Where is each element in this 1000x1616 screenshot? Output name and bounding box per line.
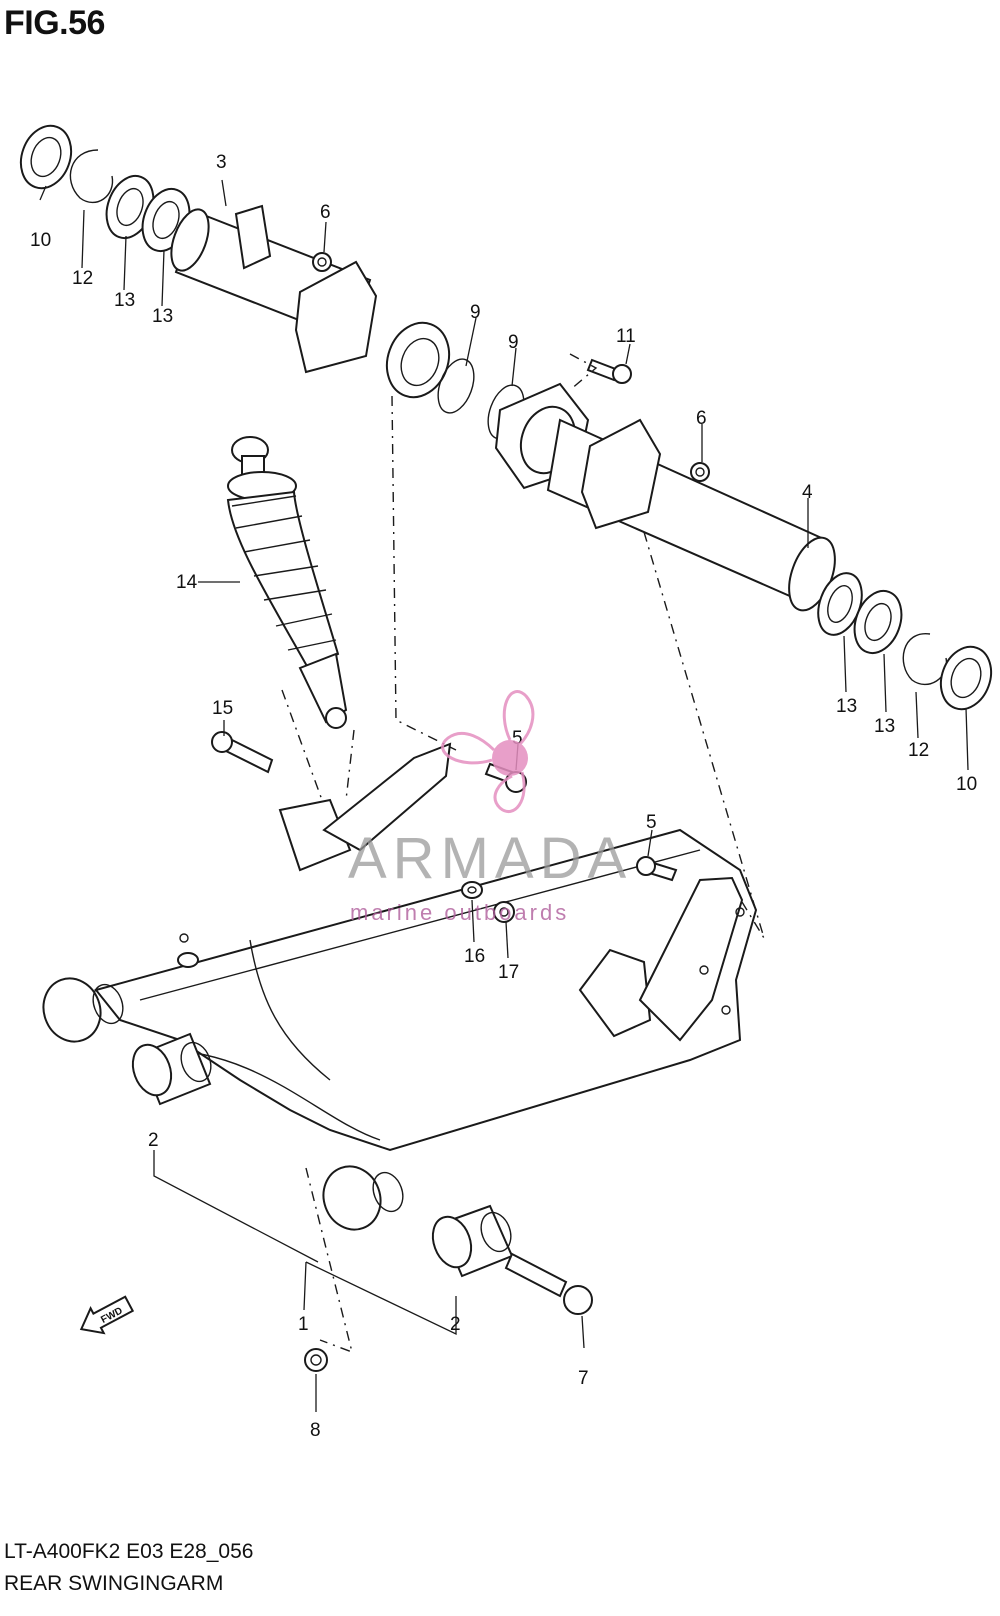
callout-9: 9 bbox=[508, 332, 519, 353]
shaft-housing-right bbox=[494, 382, 836, 612]
callout-labels: 10 12 13 13 3 6 9 9 11 6 4 14 13 13 12 1… bbox=[30, 152, 977, 1441]
callout-7: 7 bbox=[578, 1368, 589, 1389]
nut-17 bbox=[493, 901, 515, 923]
forward-direction-arrow: FWD bbox=[79, 1295, 135, 1335]
callout-15: 15 bbox=[212, 698, 233, 719]
swingarm-frame bbox=[94, 742, 758, 1152]
callout-10: 10 bbox=[956, 774, 977, 795]
bushing-2-upper bbox=[131, 1032, 212, 1106]
bolt-5-lower bbox=[636, 856, 678, 882]
bearing-right-2 bbox=[853, 590, 903, 654]
circlip-right bbox=[902, 633, 948, 686]
figure-name: REAR SWINGINGARM bbox=[4, 1572, 224, 1595]
callout-5: 5 bbox=[512, 728, 523, 749]
callout-3: 3 bbox=[216, 152, 227, 173]
watermark-brand: ARMADA bbox=[348, 826, 632, 891]
pivot-boss-right bbox=[322, 1165, 404, 1231]
circlip-left-upper bbox=[69, 149, 114, 204]
callout-13: 13 bbox=[114, 290, 135, 311]
callout-12: 12 bbox=[908, 740, 929, 761]
bolt-11 bbox=[586, 358, 632, 384]
callout-2: 2 bbox=[450, 1314, 461, 1335]
pivot-boss-left bbox=[42, 977, 124, 1043]
callout-13: 13 bbox=[874, 716, 895, 737]
nut-8 bbox=[304, 1348, 328, 1372]
arrow-left-icon bbox=[79, 1295, 135, 1335]
callout-12: 12 bbox=[72, 268, 93, 289]
nut-6-lower bbox=[690, 462, 710, 482]
reference-line-left-housing bbox=[391, 395, 457, 751]
model-code: LT-A400FK2 E03 E28_056 bbox=[4, 1540, 254, 1563]
callout-8: 8 bbox=[310, 1420, 321, 1441]
leader-lines bbox=[39, 179, 969, 1412]
callout-5: 5 bbox=[646, 812, 657, 833]
callout-4: 4 bbox=[802, 482, 813, 503]
bolt-7 bbox=[504, 1252, 593, 1315]
watermark: ARMADA marine outboards bbox=[348, 690, 632, 925]
shaft-housing-left bbox=[170, 204, 451, 399]
callout-2: 2 bbox=[148, 1130, 159, 1151]
callout-1: 1 bbox=[298, 1314, 309, 1335]
figure-title: FIG.56 bbox=[4, 4, 105, 42]
reference-line-bolt-11 bbox=[569, 353, 598, 391]
dust-seal-right bbox=[939, 645, 993, 711]
callout-9: 9 bbox=[470, 302, 481, 323]
bolt-15 bbox=[211, 731, 274, 774]
nut-6-upper bbox=[312, 252, 332, 272]
dust-seal-left-upper bbox=[19, 124, 73, 190]
callout-11: 11 bbox=[616, 326, 636, 347]
watermark-tagline: marine outboards bbox=[350, 900, 569, 925]
callout-13: 13 bbox=[836, 696, 857, 717]
washer-16 bbox=[461, 881, 483, 899]
callout-13: 13 bbox=[152, 306, 173, 327]
callout-6: 6 bbox=[696, 408, 707, 429]
rear-shock-absorber bbox=[226, 436, 348, 729]
callout-10: 10 bbox=[30, 230, 51, 251]
propeller-logo-icon bbox=[441, 690, 535, 814]
o-ring-9-left bbox=[437, 358, 475, 414]
bushing-2-lower bbox=[431, 1204, 514, 1278]
callout-6: 6 bbox=[320, 202, 331, 223]
reference-line-shock bbox=[281, 689, 355, 801]
callout-17: 17 bbox=[498, 962, 519, 983]
callout-14: 14 bbox=[176, 572, 198, 593]
callout-16: 16 bbox=[464, 946, 485, 967]
